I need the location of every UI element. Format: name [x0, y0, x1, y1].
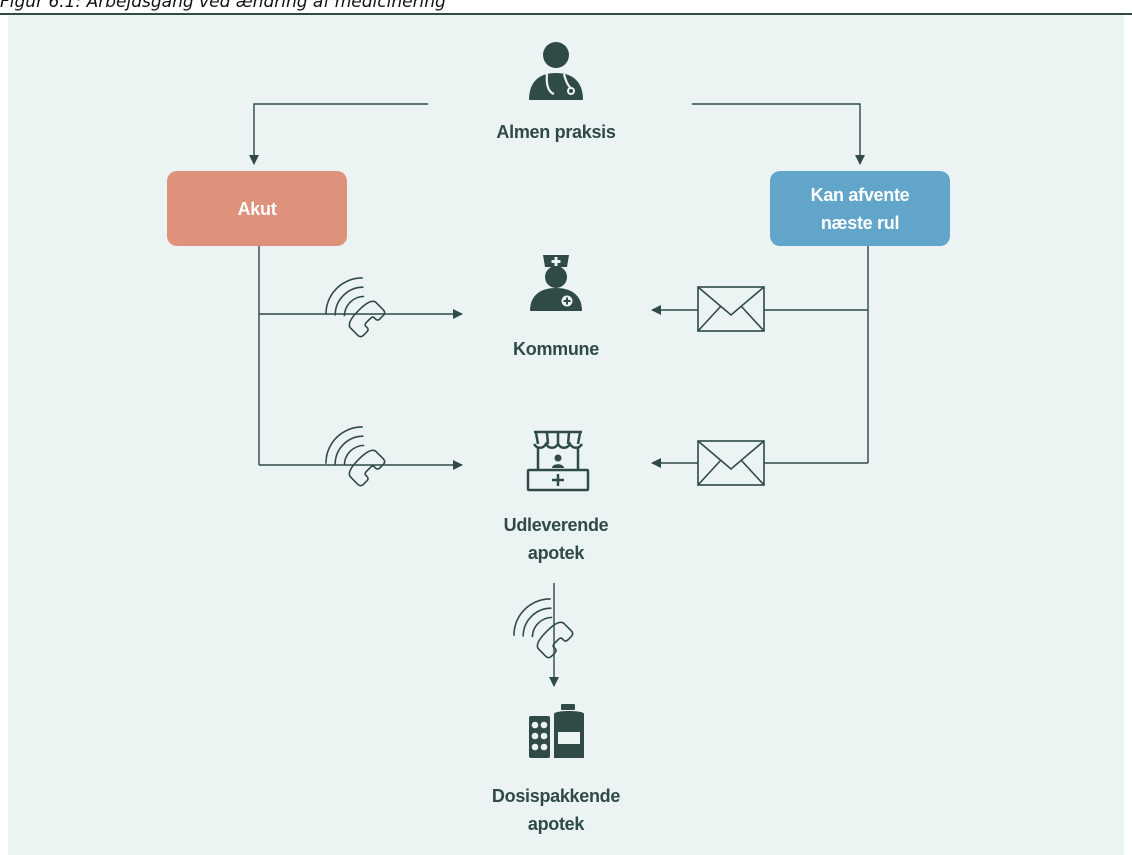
medicine-icon	[529, 704, 584, 758]
arrow-almen-to-kan-afvente	[692, 103, 865, 165]
node-kommune: Kommune	[513, 339, 599, 359]
arrow-almen-to-akut	[249, 103, 428, 165]
node-udleverende-apotek-line2: apotek	[527, 543, 585, 563]
phone-icon	[325, 277, 386, 338]
phone-icon	[325, 426, 386, 487]
pharmacy-shop-icon	[526, 430, 590, 492]
nurse-icon	[530, 255, 582, 311]
phone-icon	[513, 598, 574, 659]
node-kan-afvente-line1: Kan afvente	[810, 184, 910, 205]
figure-caption: Figur 6.1: Arbejdsgang ved ændring af me…	[0, 0, 446, 12]
node-udleverende-apotek: Udleverende apotek	[440, 511, 672, 567]
node-almen-praksis: Almen praksis	[496, 122, 616, 142]
caption-rule	[0, 13, 1132, 15]
node-dosispakkende-apotek: Dosispakkende apotek	[440, 782, 672, 838]
node-kan-afvente: Kan afvente næste rul	[770, 171, 950, 246]
node-udleverende-apotek-line1: Udleverende	[503, 515, 609, 535]
node-dosispakkende-apotek-line2: apotek	[527, 814, 585, 834]
envelope-icon	[697, 440, 765, 486]
doctor-icon	[529, 42, 583, 100]
envelope-icon	[697, 286, 765, 332]
node-kan-afvente-line2: næste rul	[820, 212, 900, 233]
node-akut-label: Akut	[237, 198, 277, 219]
node-akut: Akut	[167, 171, 347, 246]
node-dosispakkende-apotek-line1: Dosispakkende	[491, 786, 621, 806]
